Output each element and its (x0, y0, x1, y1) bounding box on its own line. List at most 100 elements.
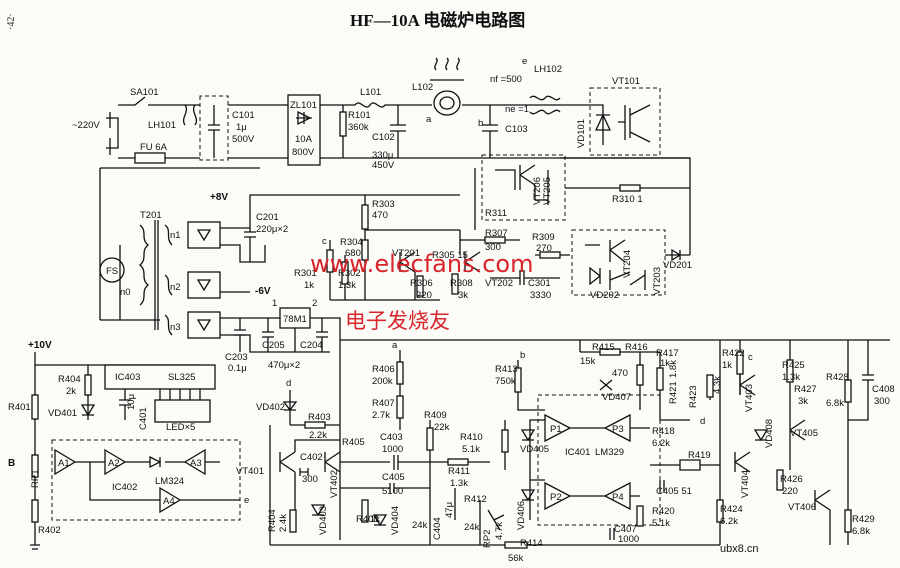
label-c203-val: 0.1μ (228, 363, 247, 374)
label-c408-name: C408 (872, 384, 895, 395)
label-supply-ac: ~220V (72, 120, 100, 131)
resistor-r423 (706, 374, 714, 398)
label-r414-val: 56k (508, 553, 524, 564)
driver-wiring (329, 195, 460, 301)
comparator-p1 (544, 413, 572, 443)
label-r406-name: R406 (372, 364, 395, 375)
label-r101-name: R101 (348, 110, 371, 121)
label-vt205: VT205 (542, 177, 553, 205)
label-vt202: VT202 (485, 278, 513, 289)
label-r427-val: 3k (798, 396, 808, 407)
block-vt203-vt204 (571, 229, 666, 296)
resistor-r411 (447, 458, 469, 466)
label-r308-name: R308 (450, 278, 473, 289)
label-p1: P1 (550, 424, 562, 435)
t201-primary-coil (139, 224, 149, 306)
label-sl325: SL325 (168, 372, 195, 383)
opamp-a1 (54, 448, 77, 476)
supply-wires (220, 194, 460, 353)
diagram-title: HF—10A 电磁炉电路图 (350, 10, 525, 30)
label-r419: R419 (688, 450, 711, 461)
label-r307-name: R307 (485, 228, 508, 239)
r415-network-wiring (570, 340, 690, 497)
label-r420-val: 5.1k (652, 518, 670, 529)
label-t201: T201 (140, 210, 162, 221)
filter-block (199, 95, 229, 161)
label-c402-val: 300 (302, 474, 318, 485)
resistor-r406 (396, 361, 404, 385)
label-vt404: VT404 (740, 470, 751, 498)
label-node-B: B (8, 458, 15, 469)
label-r310: R310 1 (612, 194, 643, 205)
label-r408-val: 1k (370, 514, 380, 525)
label-vt206: VT206 (532, 177, 543, 205)
label-r422-val: 1k (722, 360, 732, 371)
label-lh102: LH102 (534, 64, 562, 75)
label-r405: R405 (342, 437, 365, 448)
label-node-c: c (322, 236, 327, 247)
label-vd406: VD406 (516, 501, 527, 530)
label-r429-name: R429 (852, 514, 875, 525)
label-r409-name: R409 (424, 410, 447, 421)
label-c404-name: C404 (432, 517, 443, 540)
label-c102-val: 330μ (372, 150, 393, 161)
r406-wiring (340, 339, 720, 430)
led-bar (154, 399, 211, 423)
label-r305: R305 15 (432, 250, 468, 261)
t201-core (154, 220, 159, 330)
label-r420-name: R420 (652, 506, 675, 517)
resistor-r403 (304, 421, 326, 429)
diode-icon (196, 229, 212, 242)
label-r411-name: R411 (448, 466, 470, 477)
label-a3: A3 (190, 458, 202, 469)
label-r410-name: R410 (460, 432, 483, 443)
label-r404b-val: 2.4k (278, 514, 289, 532)
transistor-vt406 (814, 489, 831, 545)
r428-r429-wiring (847, 340, 874, 545)
label-r413-name: R413 (495, 364, 518, 375)
c103-wiring (482, 104, 560, 158)
label-c101-val: 1μ (236, 122, 247, 133)
label-c205: C205 (262, 340, 285, 351)
label-n3: n3 (170, 322, 181, 333)
label-zl101-v: 800V (292, 147, 315, 158)
transistor-vt405 (789, 419, 806, 441)
label-c405-name: C405 (382, 472, 405, 483)
label-r301-val: 1k (304, 280, 314, 291)
label-r415-name: R415 (592, 342, 615, 353)
igbt-block-vt101 (589, 87, 661, 156)
label-r425-name: R425 (782, 360, 805, 371)
label-r418-name: R418 (652, 426, 675, 437)
label-r429-val: 6.8k (852, 526, 870, 537)
coil-inner-icon (439, 96, 455, 110)
label-lm329: LM329 (595, 447, 624, 458)
secondary-n1: n1 (164, 221, 221, 249)
label-plus10v: +10V (28, 340, 52, 351)
label-r428-val: 6.8k (826, 398, 844, 409)
label-r309-name: R309 (532, 232, 555, 243)
label-vd403: VD403 (318, 506, 329, 535)
label-r404-val: 2k (66, 386, 76, 397)
label-r423-name: R423 (688, 385, 699, 408)
label-r302-val: 1.3k (338, 280, 356, 291)
heat-pan-icon (430, 57, 464, 81)
label-c407-name: C407 (614, 524, 637, 535)
transistor-vt201 (399, 251, 416, 300)
label-fs: FS (106, 266, 118, 277)
label-l101: L101 (360, 87, 381, 98)
label-vd101: VD101 (576, 119, 587, 148)
transformer-lh102 (529, 95, 561, 115)
label-zl101-a: 10A (295, 134, 313, 145)
block-vt205-vt206 (481, 154, 566, 221)
watermark-url: www.elecfans.com (310, 250, 533, 278)
label-r402: R402 (38, 525, 61, 536)
label-node-a-low: a (392, 340, 398, 351)
label-r422-name: R422 (722, 348, 745, 359)
label-r404-name: R404 (58, 374, 81, 385)
winding-n2 (164, 274, 173, 296)
label-a4: A4 (163, 496, 175, 507)
label-c402-name: C402 (300, 452, 323, 463)
chip-ic403 (104, 364, 216, 390)
label-vd201: VD201 (663, 260, 692, 271)
